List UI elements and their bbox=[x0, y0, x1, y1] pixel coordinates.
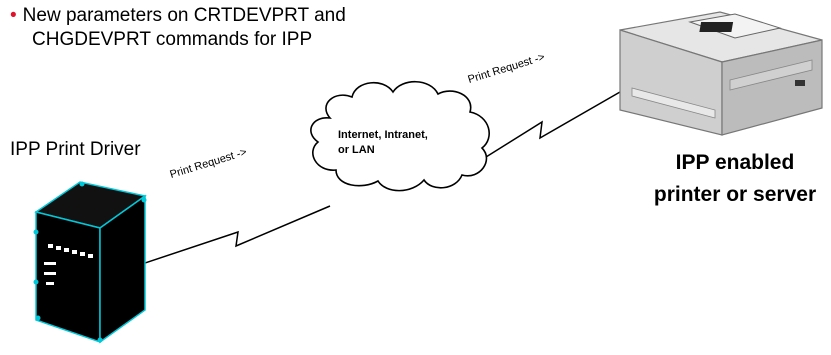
cloud-icon bbox=[310, 80, 490, 192]
driver-label: IPP Print Driver bbox=[10, 139, 141, 160]
bullet-dot-icon: • bbox=[10, 5, 17, 26]
network-label-line-1: Internet, Intranet, bbox=[338, 129, 428, 141]
network-label-line-2: or LAN bbox=[338, 144, 375, 156]
network-label: Internet, Intranet, or LAN bbox=[338, 128, 480, 158]
link-driver-to-network bbox=[117, 205, 331, 273]
bullet-line-1: New parameters on CRTDEVPRT and bbox=[22, 5, 346, 26]
link-network-to-printer bbox=[477, 91, 621, 163]
printer-icon bbox=[619, 11, 823, 136]
server-icon bbox=[33, 181, 147, 344]
bullet-text: •New parameters on CRTDEVPRT and CHGDEVP… bbox=[10, 4, 470, 52]
printer-label-line-2: printer or server bbox=[653, 183, 817, 206]
printer-label: IPP enabled printer or server bbox=[640, 147, 830, 211]
printer-label-line-1: IPP enabled bbox=[675, 151, 795, 174]
bullet-line-2: CHGDEVPRT commands for IPP bbox=[32, 29, 313, 50]
